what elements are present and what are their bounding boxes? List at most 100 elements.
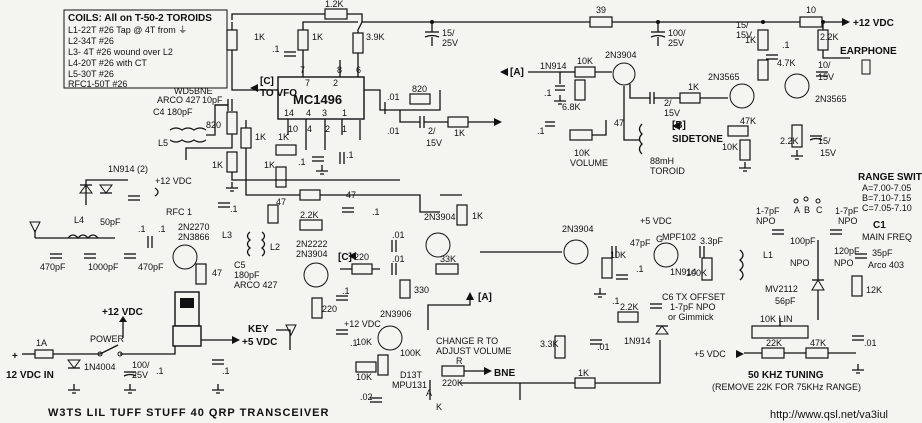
resistor-value: 2.2K <box>820 32 839 42</box>
toroid-88mh <box>638 123 643 155</box>
supply-label: +5 VDC <box>694 349 726 359</box>
coil-line: L4-20T #26 with CT <box>68 58 147 68</box>
resistor <box>299 219 323 231</box>
range-line: A=7.00-7.05 <box>862 183 911 193</box>
diode-label: 1N914 <box>624 336 651 346</box>
resistor-value: 10K <box>610 250 626 260</box>
pin-label: 4 <box>306 108 311 118</box>
resistor <box>299 189 321 201</box>
resistor-value: 10K <box>356 337 372 347</box>
power-switch[interactable] <box>97 351 103 357</box>
resistor <box>739 139 751 161</box>
plus-sign: + <box>12 351 18 362</box>
cap-value: 15/ <box>736 20 749 30</box>
cap-value: 15V <box>736 30 752 40</box>
label: 88mH <box>650 156 674 166</box>
transistor-label: 2N3904 <box>605 50 637 60</box>
resistor <box>226 111 238 135</box>
resistor-value: 10 <box>806 5 816 15</box>
varactor-icon <box>811 279 825 291</box>
switch-label: B <box>804 205 810 215</box>
transistor-2n2222 <box>303 262 329 288</box>
key-jack[interactable] <box>285 324 297 337</box>
resistor <box>805 347 829 359</box>
pin-label: 1 <box>342 108 347 118</box>
cap-value: 47pF <box>630 238 651 248</box>
cap-value: 15V <box>818 72 834 82</box>
source-url[interactable]: http://www.qsl.net/va3iul <box>770 409 888 421</box>
transistor-label: 2N3904 <box>296 249 328 259</box>
power-supply: +12 VDC 7805 +5 VDC POWER 1A + 12 VDC IN… <box>6 291 277 381</box>
cap-value: 25V <box>668 38 684 48</box>
port-c: [C] <box>338 252 352 263</box>
transistor-2n2270 <box>172 244 198 270</box>
cap-value: 15V <box>820 148 836 158</box>
resistor <box>435 263 459 275</box>
switch-label: C <box>816 205 823 215</box>
npo-label: NPO <box>756 216 776 226</box>
cap-value: 470pF <box>138 262 164 272</box>
cap-value: 820 <box>412 84 427 94</box>
cap-value: .01 <box>387 92 400 102</box>
resistor-value: 47K <box>740 116 756 126</box>
resistor-value: 100K <box>686 268 707 278</box>
label: C6 TX OFFSET <box>662 292 726 302</box>
resistor-value: 1K <box>212 160 223 170</box>
transistor-label: MPF102 <box>662 232 696 242</box>
diode-label: D13T <box>400 370 423 380</box>
cap-value: 100/ <box>132 360 150 370</box>
diode-label: 1N4004 <box>84 362 116 372</box>
input-tuning: WD5BNE ARCO 427 C4 180pF L5 10pF 820 1K … <box>153 86 400 188</box>
transistor-2n3904 <box>612 62 636 86</box>
pin-label: 7 <box>305 78 310 88</box>
npo-label: 1-7pF <box>835 206 859 216</box>
label: C5 <box>234 260 246 270</box>
key-section: KEY +12 VDC 2N3906 10K 10K 100K CHANGE R… <box>248 292 515 412</box>
bottom-center: 3.3K .01 1K <box>460 335 661 400</box>
cap-value: .1 <box>612 296 620 306</box>
switch-contact[interactable] <box>815 198 821 204</box>
resistor-value: 1K <box>578 368 589 378</box>
resistor <box>701 257 713 281</box>
resistor-value: 47 <box>212 268 222 278</box>
cap-value: .01 <box>387 126 400 136</box>
cap-value: 3.3pF <box>700 236 724 246</box>
resistor-value: 1K <box>255 132 266 142</box>
resistor-value: 22K <box>766 338 782 348</box>
switch-contact[interactable] <box>803 196 809 202</box>
c1-value: 35pF <box>872 248 893 258</box>
resistor <box>589 16 613 28</box>
label: 1-7pF NPO <box>670 302 716 312</box>
tuning-label: 50 KHZ TUNING <box>748 370 824 381</box>
label: ARCO 427 <box>157 95 201 105</box>
coil-l4 <box>67 234 99 240</box>
coil-label: L4 <box>74 215 84 225</box>
transistor-label: 2N3565 <box>815 94 847 104</box>
cap-value: .1 <box>222 366 230 376</box>
cap-value: 120pF <box>834 246 860 256</box>
resistor <box>574 66 596 78</box>
fuse <box>34 349 54 359</box>
antenna-icon <box>29 221 41 234</box>
coil-label: L3 <box>222 230 232 240</box>
cap-value: 50pF <box>100 217 121 227</box>
cap-value: 1000pF <box>88 262 119 272</box>
coil-l1 <box>738 249 744 281</box>
supply-label: +5 VDC <box>242 337 277 348</box>
switch-contact[interactable] <box>793 198 799 204</box>
tuning-section: 10K LIN +5 VDC 22K 47K .01 50 KHZ TUNING… <box>694 314 877 392</box>
resistor-value: 47 <box>276 197 286 207</box>
resistor <box>456 204 468 226</box>
cap-value: 2/ <box>428 126 436 136</box>
cap-value: .1 <box>350 338 358 348</box>
transistor-label: 2N2270 <box>178 222 210 232</box>
transistor-2n3565-b <box>784 73 810 99</box>
resistor-value: 1K <box>278 132 289 142</box>
label: 10K LIN <box>760 314 793 324</box>
cap-value: .01 <box>392 254 405 264</box>
cap-value: 180pF <box>234 270 260 280</box>
resistor <box>757 29 769 51</box>
range-line: B=7.10-7.15 <box>862 193 911 203</box>
tuning-pot[interactable] <box>751 325 809 339</box>
coil-label: L2 <box>270 242 280 252</box>
